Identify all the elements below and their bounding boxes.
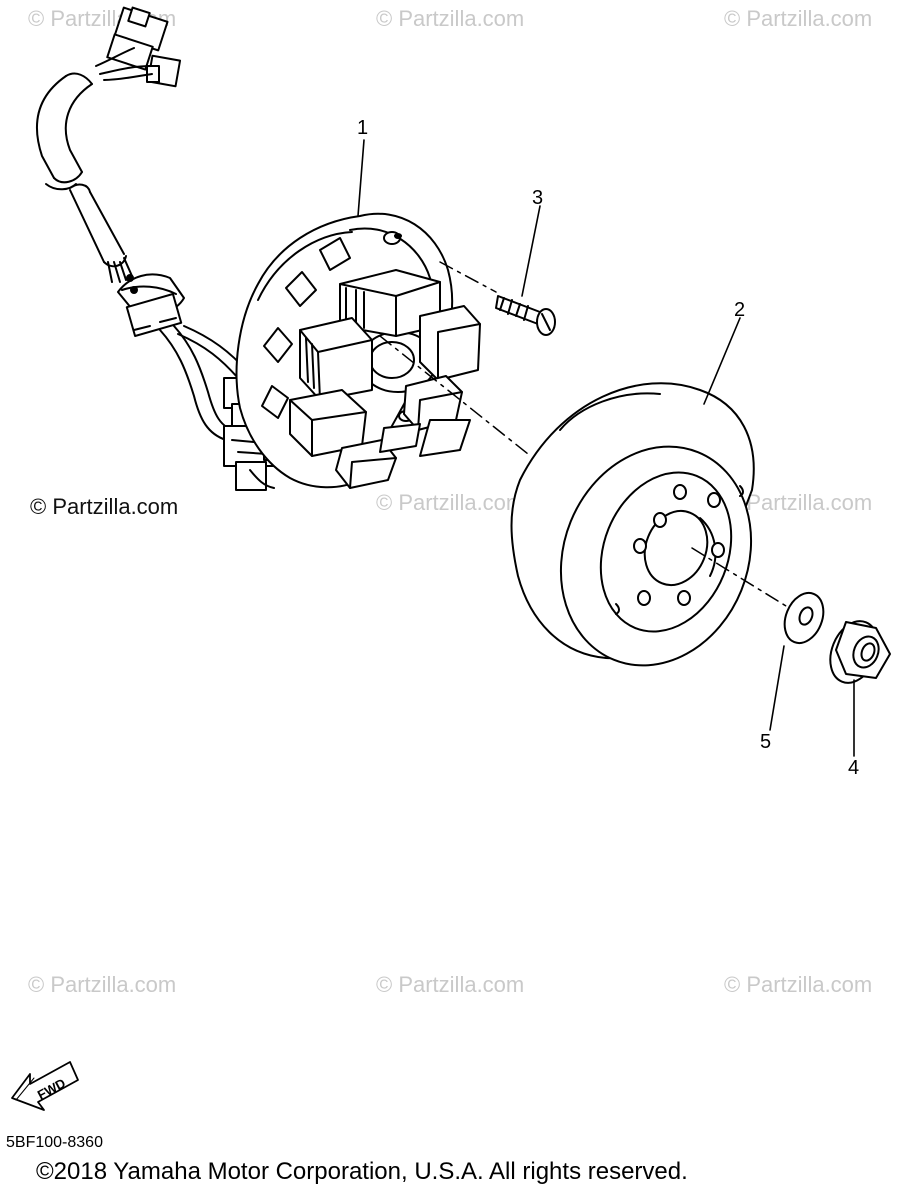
diagram-code: 5BF100-8360	[6, 1134, 103, 1151]
watermark-mid-center: © Partzilla.com	[376, 490, 525, 515]
stator-assembly	[235, 212, 481, 489]
cable-sheath-lower	[69, 183, 133, 283]
watermark-bottom-left: © Partzilla.com	[28, 972, 177, 997]
fwd-arrow-icon: FWD	[11, 1061, 79, 1111]
stator-coils	[289, 269, 481, 489]
harness-connector-top	[95, 6, 182, 88]
callout-3: 3	[532, 187, 543, 209]
callout-leaders	[357, 139, 855, 757]
flywheel-rotor	[510, 382, 755, 667]
watermark-mid-left: © Partzilla.com	[30, 494, 179, 519]
watermark-bottom-center: © Partzilla.com	[376, 972, 525, 997]
assembly-axis-lines	[379, 261, 787, 607]
harness-connector-mid	[117, 273, 185, 338]
watermark-bottom-right: © Partzilla.com	[724, 972, 873, 997]
washer	[783, 591, 825, 645]
watermark-top-center: © Partzilla.com	[376, 6, 525, 31]
watermark-top-right: © Partzilla.com	[724, 6, 873, 31]
callout-4: 4	[848, 757, 859, 779]
callout-1: 1	[357, 117, 368, 139]
screw	[495, 295, 556, 336]
flange-nut	[829, 620, 891, 684]
callout-2: 2	[734, 299, 745, 321]
cable-sheath-upper	[35, 72, 93, 191]
copyright-notice: ©2018 Yamaha Motor Corporation, U.S.A. A…	[36, 1158, 688, 1185]
callout-5: 5	[760, 731, 771, 753]
